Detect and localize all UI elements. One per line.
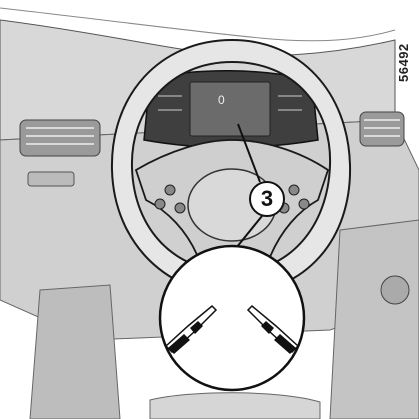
left-air-vent — [20, 120, 100, 156]
driver-seat — [150, 393, 320, 419]
console-knob — [381, 276, 409, 304]
paddle-shift-icon — [160, 246, 304, 390]
figure-reference-id: 56492 — [392, 24, 419, 84]
svg-text:0: 0 — [218, 93, 225, 107]
left-switch-panel — [28, 172, 74, 186]
center-console — [330, 220, 419, 419]
callout-number-3: 3 — [249, 181, 285, 217]
footwell — [30, 285, 120, 419]
right-air-vent — [360, 112, 404, 146]
figure-reference-text: 56492 — [396, 43, 411, 82]
